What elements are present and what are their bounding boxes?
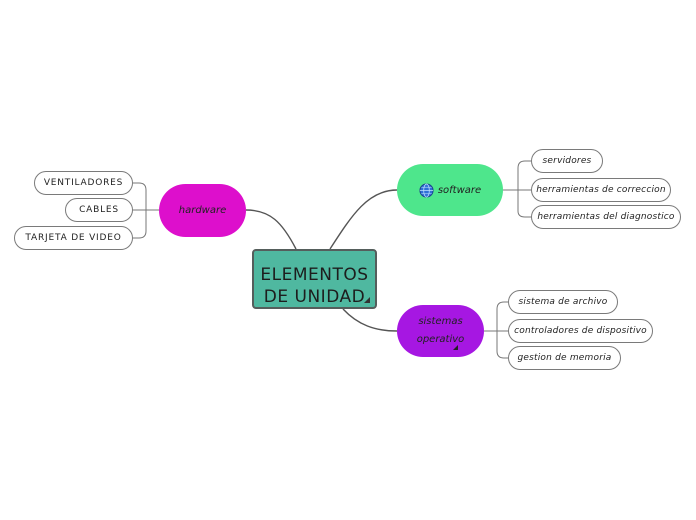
subtopic-herramientas-de-correccion[interactable]: herramientas de correccion	[531, 178, 671, 202]
subtopic-tarjeta-de-video[interactable]: TARJETA DE VIDEO	[14, 226, 133, 250]
subtopic-controladores-de-dispositivo[interactable]: controladores de dispositivo	[508, 319, 653, 343]
central-topic-label: ELEMENTOS DE UNIDAD	[260, 265, 369, 307]
subtopic-herramientas-del-diagnostico[interactable]: herramientas del diagnostico	[531, 205, 681, 229]
topic-sistemas-label-line2: operativo	[416, 334, 465, 345]
link-central-software	[329, 189, 398, 250]
topic-software-label: software	[437, 184, 482, 196]
link-central-hardware	[245, 209, 297, 250]
topic-hardware-label: hardware	[178, 205, 227, 216]
subtopic-cables[interactable]: CABLES	[65, 198, 133, 222]
topic-hardware[interactable]: hardware	[159, 184, 246, 237]
link-central-sistemas	[342, 308, 398, 332]
central-topic[interactable]: ELEMENTOS DE UNIDAD	[252, 249, 377, 309]
collapse-marker-icon[interactable]	[453, 345, 458, 350]
subtopic-servidores[interactable]: servidores	[531, 149, 603, 173]
collapse-marker-icon[interactable]	[364, 297, 370, 303]
subtopic-ventiladores[interactable]: VENTILADORES	[34, 171, 133, 195]
subtopic-gestion-de-memoria[interactable]: gestion de memoria	[508, 346, 621, 370]
globe-icon	[419, 182, 434, 198]
topic-sistemas-operativo[interactable]: sistemas operativo	[397, 305, 484, 357]
topic-software[interactable]: software	[397, 164, 503, 216]
subtopic-sistema-de-archivo[interactable]: sistema de archivo	[508, 290, 618, 314]
topic-sistemas-label-line1: sistemas	[418, 316, 463, 327]
